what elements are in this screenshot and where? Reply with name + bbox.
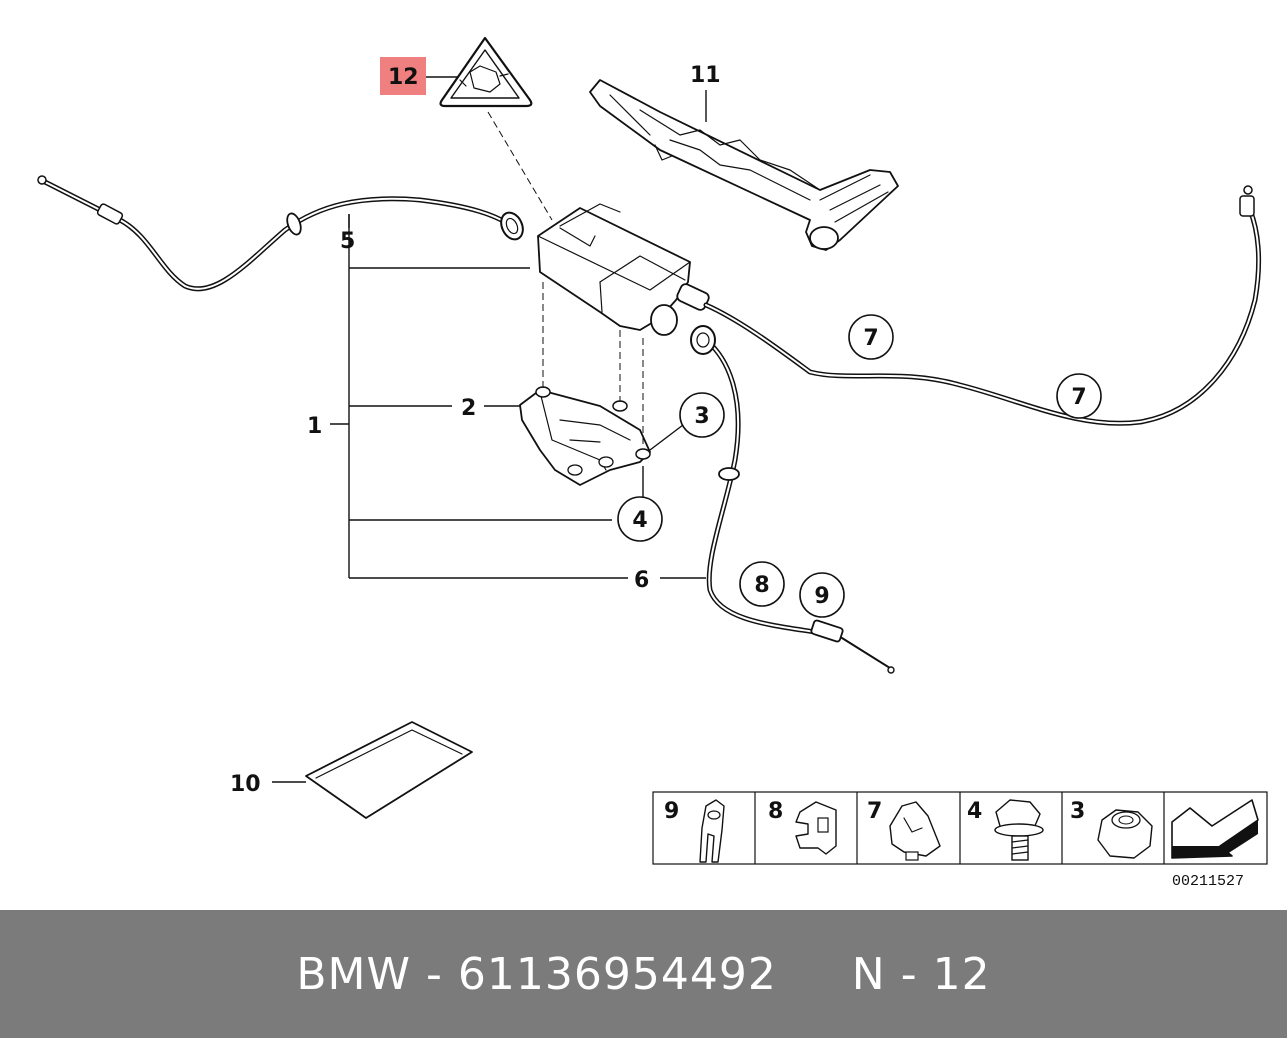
legend-number-7: 7 [867,799,882,824]
callout-6: 6 [634,568,649,593]
diagram-reference-number: 00211527 [1172,873,1244,890]
callout-1: 1 [307,414,322,439]
parts-diagram: 5 1 2 6 11 10 12 7 7 3 4 8 9 9 8 7 4 3 [37,36,1268,890]
callouts: 5 1 2 6 11 10 12 7 7 3 4 8 9 [230,57,1102,797]
footer-separator: - [426,948,443,1000]
footer-separator-2: - [900,948,918,1000]
callout-12: 12 [388,65,419,90]
callout-7b: 7 [1071,385,1086,410]
callout-10: 10 [230,772,261,797]
leader-lines [272,76,707,783]
callout-2: 2 [461,396,476,421]
callout-12-highlight [380,57,426,95]
footer-position-number: 12 [932,948,991,1000]
warning-label-icon [439,36,533,108]
callout-5: 5 [340,229,355,254]
callout-7a: 7 [863,326,878,351]
small-parts-legend: 9 8 7 4 3 [652,791,1268,865]
hex-bolt-icon [994,799,1044,861]
legend-number-3: 3 [1070,799,1085,824]
legend-number-9: 9 [664,799,679,824]
cable-right [703,185,1262,426]
cable-left [37,175,524,292]
cable-clip-icon [699,799,725,863]
legend-number-4: 4 [967,799,982,824]
callout-9: 9 [814,584,829,609]
footer-part-number: 61136954492 [457,948,777,1000]
arrow-icon [1171,799,1259,859]
alignment-lines [487,111,644,448]
legend-number-8: 8 [768,799,783,824]
footer-position-label: N [851,948,886,1000]
footer-bar: BMW - 61136954492 N - 12 [0,910,1287,1038]
cable-lower [690,325,895,674]
grease-packet [305,721,473,819]
holder-clip-icon [795,801,837,855]
parking-brake-actuator [537,203,710,336]
hex-nut-icon [1097,809,1153,859]
callout-11: 11 [690,63,721,88]
footer-brand: BMW [296,948,412,1000]
release-handle [589,79,899,251]
callout-4: 4 [632,508,647,533]
callout-8: 8 [754,573,769,598]
cable-holder-icon [889,801,941,861]
callout-3: 3 [694,404,709,429]
mounting-bracket [519,386,651,486]
